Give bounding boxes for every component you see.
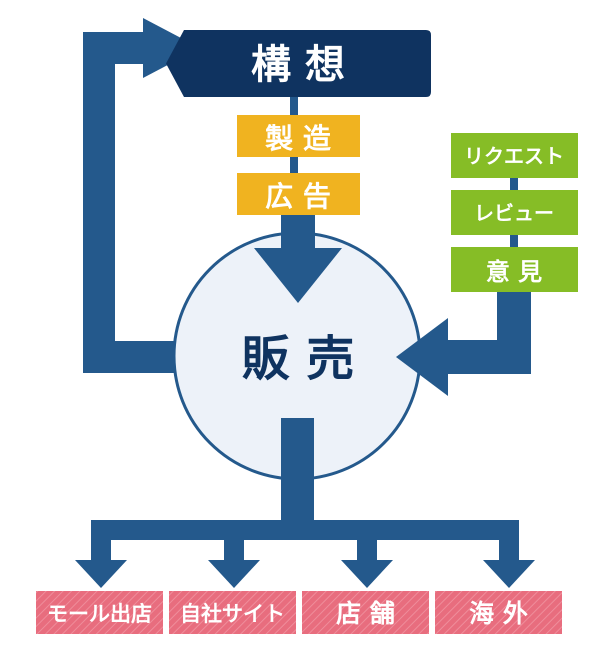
distribution-tree	[91, 418, 519, 540]
down-arrow-into-sales	[254, 215, 342, 303]
channel-label-store: 店 舗	[336, 599, 395, 628]
channel-label-overseas: 海 外	[469, 599, 528, 628]
channel-box-overseas: 海 外	[435, 591, 562, 634]
feedback-loop-arrow	[83, 18, 210, 373]
production-box-1: 製 造	[237, 115, 360, 157]
channel-box-own-site: 自社サイト	[169, 591, 296, 634]
channel-arrow-own-site	[208, 530, 260, 588]
channel-arrow-overseas	[483, 530, 535, 588]
concept-box: 構 想	[166, 30, 431, 97]
channel-arrow-store	[341, 530, 393, 588]
channel-arrow-mall	[75, 530, 127, 588]
feedback-label-request: リクエスト	[464, 144, 564, 168]
concept-label: 構 想	[251, 42, 345, 88]
channel-box-store: 店 舗	[302, 591, 429, 634]
feedback-box-review: レビュー	[451, 190, 578, 235]
production-label-2: 広 告	[265, 180, 331, 213]
feedback-box-request: リクエスト	[451, 133, 578, 178]
channel-box-mall: モール出店	[36, 591, 163, 634]
sales-label: 販 売	[242, 331, 355, 387]
feedback-box-opinion: 意 見	[451, 247, 578, 292]
feedback-arrow-into-sales	[396, 280, 531, 396]
feedback-label-review: レビュー	[474, 201, 554, 225]
channel-label-mall: モール出店	[47, 602, 152, 626]
production-box-2: 広 告	[237, 173, 360, 215]
production-label-1: 製 造	[265, 122, 331, 155]
channel-label-own-site: 自社サイト	[180, 602, 285, 626]
feedback-label-opinion: 意 見	[486, 258, 542, 286]
